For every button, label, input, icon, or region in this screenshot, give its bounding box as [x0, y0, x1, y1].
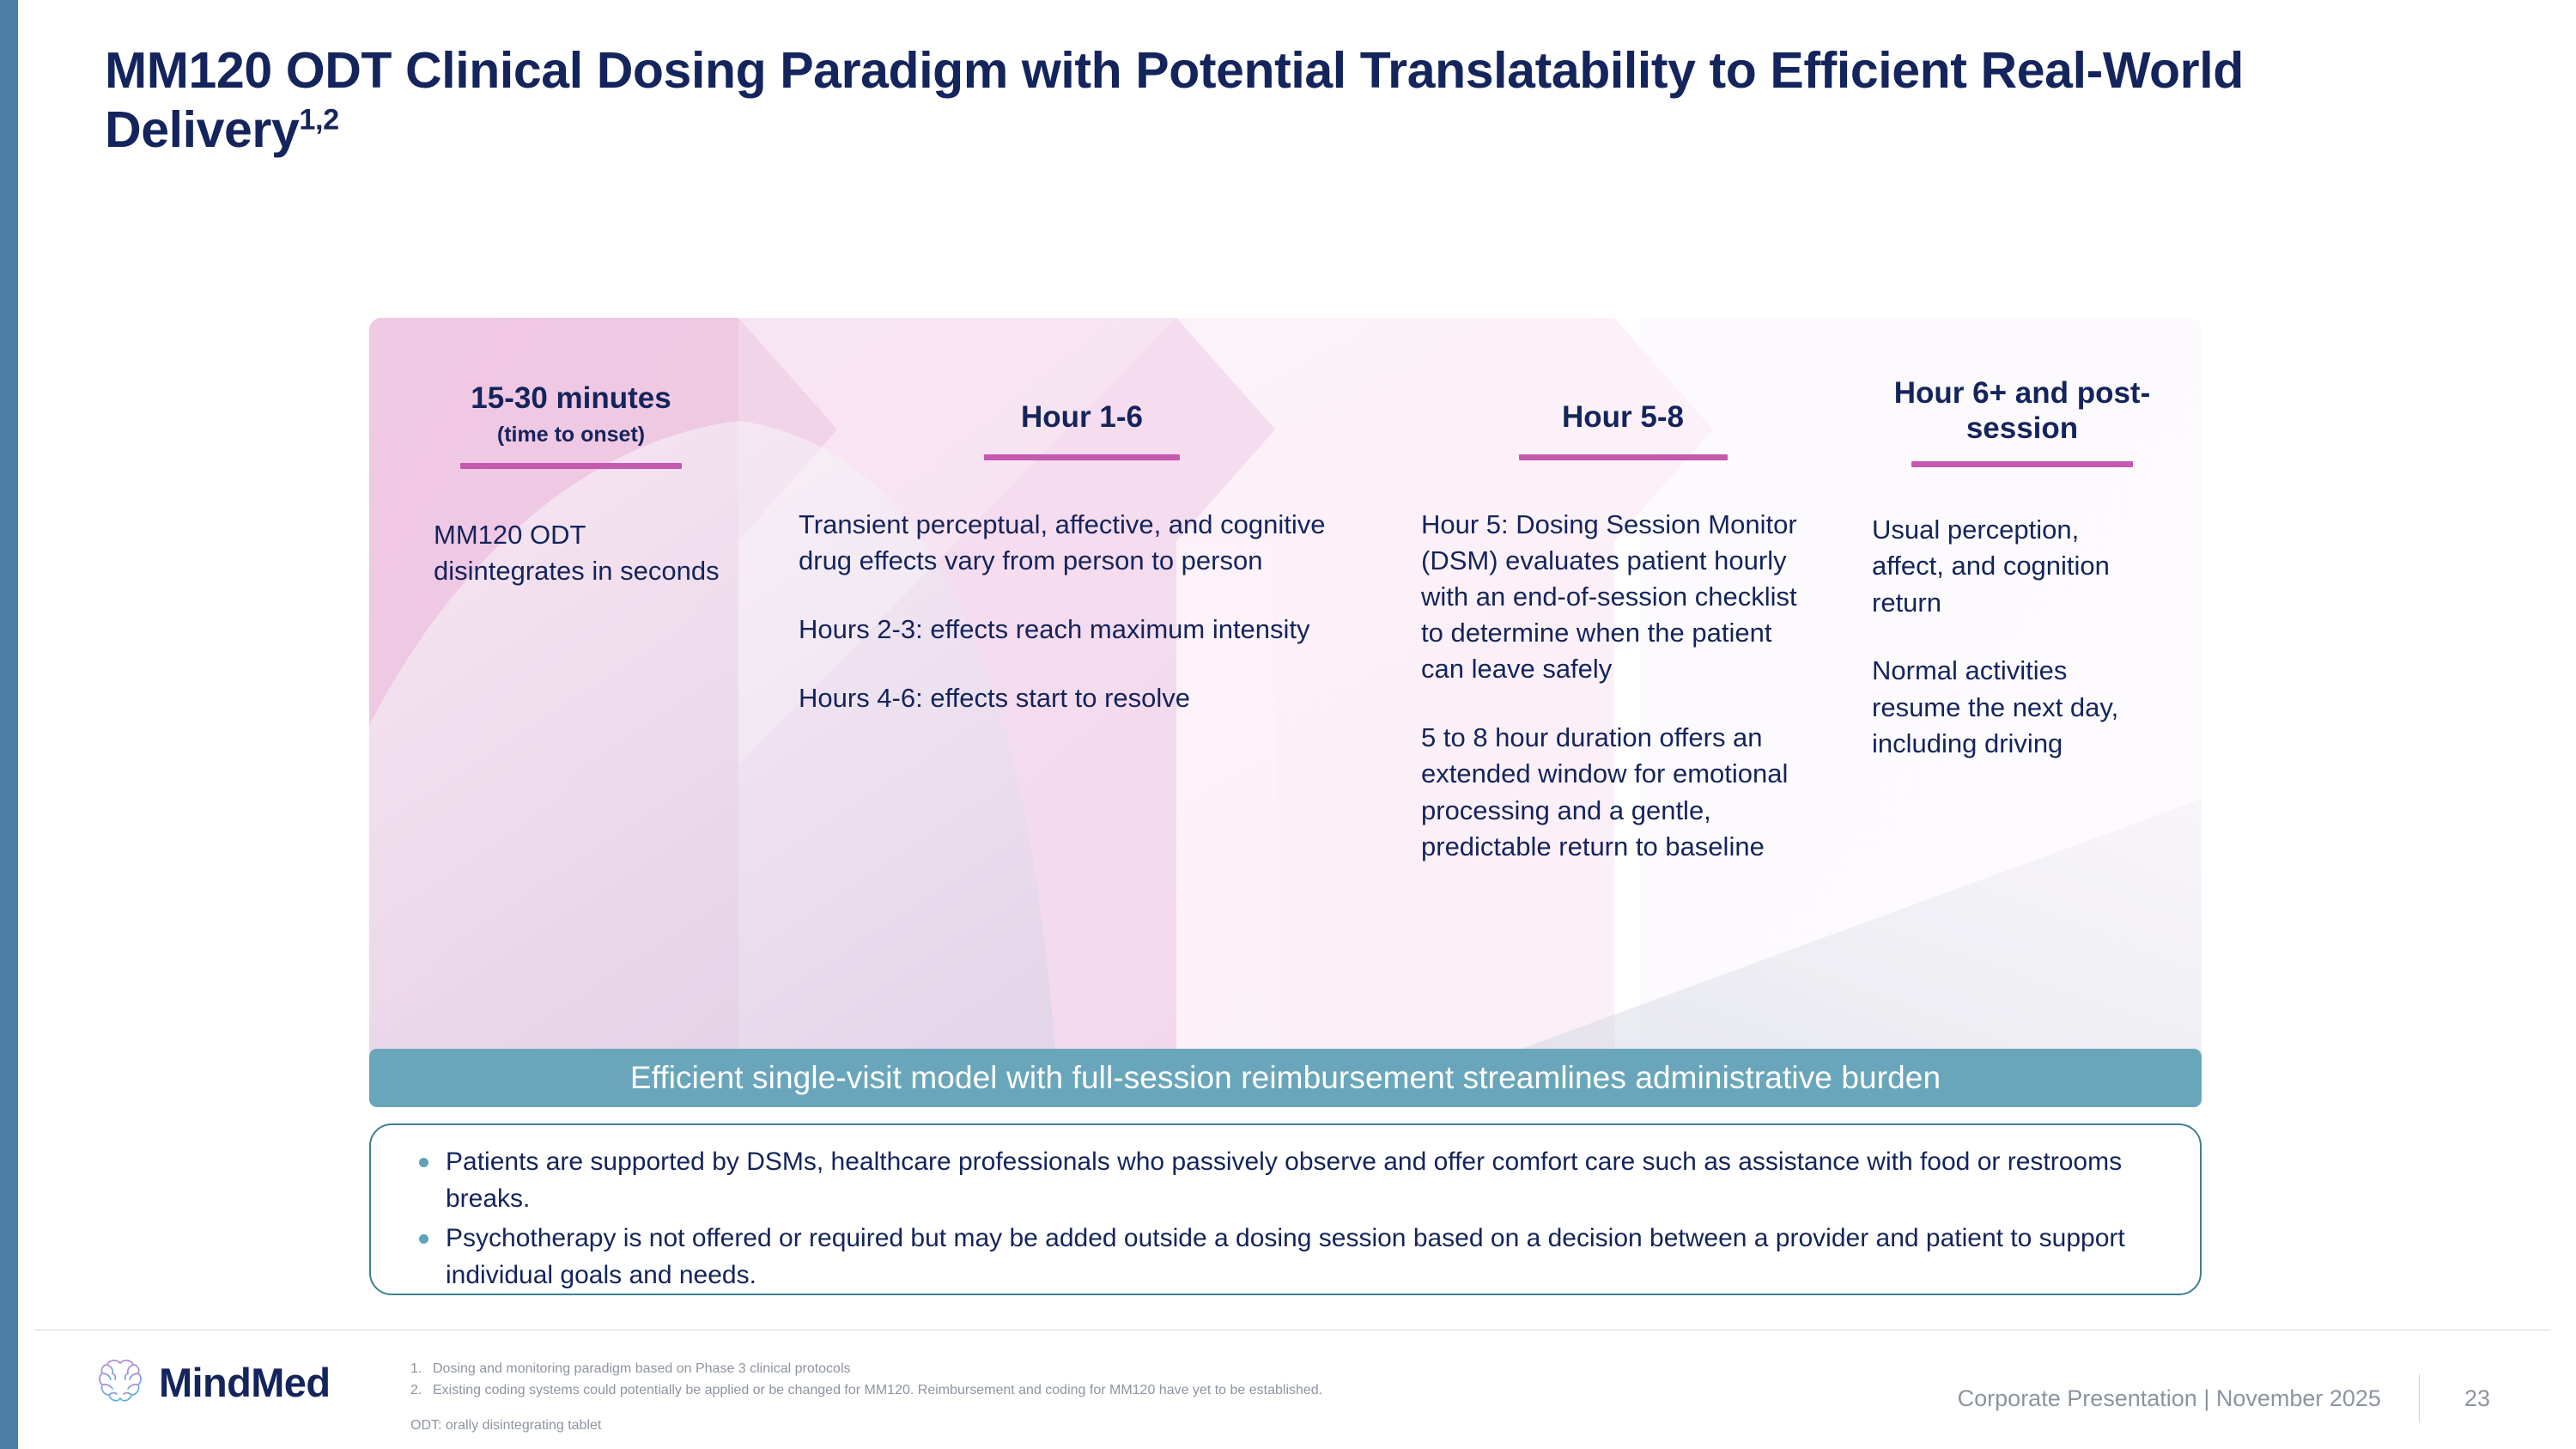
bullet-text-1: Patients are supported by DSMs, healthca…	[446, 1148, 2123, 1213]
notes-bullet-box: Patients are supported by DSMs, healthca…	[369, 1123, 2202, 1295]
panel-4-rule	[1911, 461, 2133, 468]
list-item: Patients are supported by DSMs, healthca…	[410, 1144, 2160, 1217]
panel-3-body-p1: Hour 5: Dosing Session Monitor (DSM) eva…	[1421, 508, 1797, 685]
panel-1-rule	[460, 462, 682, 469]
footnote-1-text: Dosing and monitoring paradigm based on …	[433, 1361, 851, 1376]
panel-2-body: Transient perceptual, affective, and cog…	[799, 507, 1335, 716]
panel-3-body: Hour 5: Dosing Session Monitor (DSM) eva…	[1421, 507, 1799, 865]
footnotes: 1. Dosing and monitoring paradigm based …	[410, 1359, 1870, 1436]
page-title-line1: MM120 ODT Clinical Dosing Paradigm with …	[105, 42, 1757, 99]
list-item: Psychotherapy is not offered or required…	[410, 1221, 2160, 1294]
timeline-panel-1: 15-30 minutes (time to onset) MM120 ODT …	[369, 318, 773, 1065]
panel-4-body: Usual perception, affect, and cognition …	[1872, 512, 2129, 762]
panel-1-subheading: (time to onset)	[496, 422, 646, 447]
panel-2-body-p1: Transient perceptual, affective, and cog…	[799, 508, 1326, 575]
panel-1-heading: 15-30 minutes	[471, 381, 671, 415]
panel-2-heading: Hour 1-6	[1021, 400, 1143, 434]
timeline-chevron-shapes	[369, 318, 2202, 1065]
efficiency-banner-text: Efficient single-visit model with full-s…	[629, 1060, 1941, 1095]
presentation-label: Corporate Presentation | November 2025	[1957, 1385, 2381, 1411]
abbreviation-note: ODT: orally disintegrating tablet	[410, 1417, 602, 1433]
timeline-panel-4: Hour 6+ and post-session Usual perceptio…	[1872, 318, 2172, 1065]
timeline-panel-3: Hour 5-8 Hour 5: Dosing Session Monitor …	[1421, 318, 1825, 1065]
footnote-1-number: 1.	[410, 1361, 422, 1376]
footer-meta-divider	[2418, 1374, 2420, 1422]
footnote-2-text: Existing coding systems could potentiall…	[433, 1382, 1323, 1397]
footnote-1: 1. Dosing and monitoring paradigm based …	[410, 1359, 1870, 1380]
left-accent-strip	[0, 0, 18, 1449]
panel-2-body-p3: Hours 4-6: effects start to resolve	[799, 682, 1191, 713]
page-title-footnote-ref: 1,2	[299, 103, 339, 137]
timeline-panel-2: Hour 1-6 Transient perceptual, affective…	[799, 318, 1365, 1065]
footnote-2: 2. Existing coding systems could potenti…	[410, 1380, 1870, 1402]
footnote-2-number: 2.	[410, 1382, 422, 1397]
panel-2-rule	[984, 454, 1180, 460]
efficiency-banner: Efficient single-visit model with full-s…	[369, 1049, 2202, 1107]
bullet-dot-icon	[419, 1158, 428, 1167]
panel-4-body-p1: Usual perception, affect, and cognition …	[1872, 514, 2110, 618]
panel-3-rule	[1518, 454, 1728, 460]
footnote-spacer	[410, 1402, 1870, 1416]
bullet-text-2: Psychotherapy is not offered or required…	[446, 1224, 2125, 1289]
mindmed-logo-text: MindMed	[159, 1359, 331, 1405]
brain-icon	[99, 1360, 142, 1402]
page-title: MM120 ODT Clinical Dosing Paradigm with …	[105, 41, 2423, 160]
panel-3-heading: Hour 5-8	[1562, 400, 1684, 434]
page-title-line2: Efficient Real-World Delivery	[105, 42, 2244, 159]
panel-4-heading: Hour 6+ and post-session	[1893, 376, 2151, 445]
panel-1-body: MM120 ODT disintegrates in seconds	[408, 517, 734, 589]
panel-4-body-p2: Normal activities resume the next day, i…	[1872, 655, 2119, 758]
panel-2-body-p2: Hours 2-3: effects reach maximum intensi…	[799, 613, 1310, 644]
bullet-dot-icon	[419, 1234, 428, 1245]
footer-meta: Corporate Presentation | November 2025 2…	[1958, 1374, 2490, 1422]
panel-1-body-p1: MM120 ODT disintegrates in seconds	[434, 519, 720, 586]
dosing-timeline-diagram: 15-30 minutes (time to onset) MM120 ODT …	[369, 318, 2202, 1065]
page-number: 23	[2464, 1385, 2490, 1411]
mindmed-logo: MindMed	[96, 1355, 331, 1409]
panel-3-body-p2: 5 to 8 hour duration offers an extended …	[1421, 722, 1789, 861]
